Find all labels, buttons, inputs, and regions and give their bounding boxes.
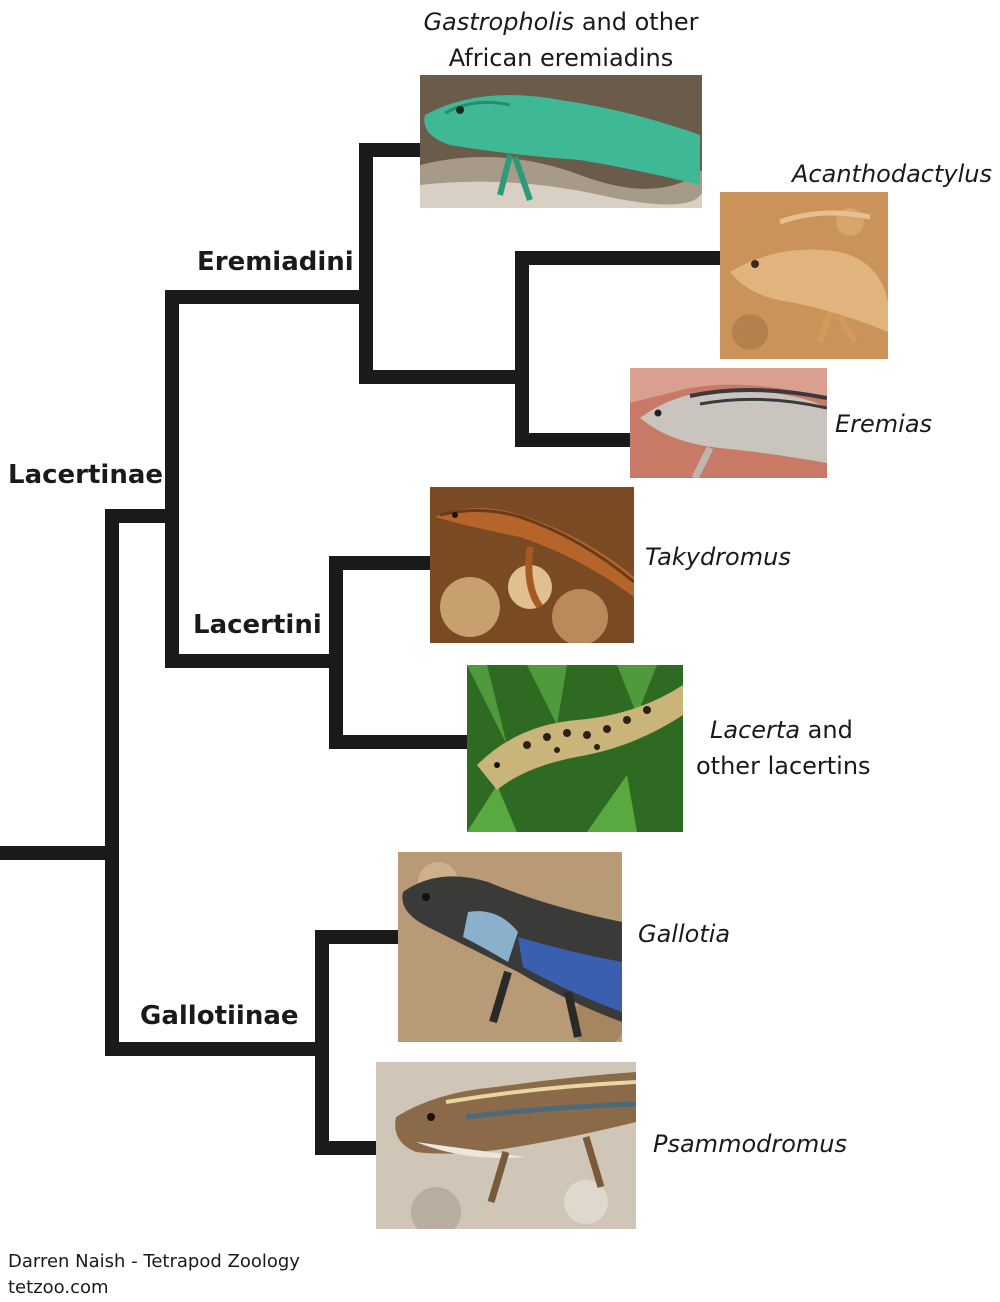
grass-lizard-photo-icon	[430, 487, 634, 643]
taxon-label-acanthodactylus: Acanthodactylus	[792, 156, 992, 192]
photo-eremias	[630, 368, 827, 478]
credit-author: Darren Naish - Tetrapod Zoology	[8, 1249, 300, 1275]
taxon-name-takydromus: Takydromus	[645, 543, 791, 571]
photo-psammodromus	[376, 1062, 636, 1229]
branch-lacertinae-gallotiinae	[112, 516, 322, 1049]
taxon-name-acanthodactylus: Acanthodactylus	[792, 160, 992, 188]
clade-label-lacertini: Lacertini	[193, 610, 322, 640]
taxon-name-psammodromus: Psammodromus	[653, 1130, 847, 1158]
clade-label-eremiadini: Eremiadini	[197, 247, 354, 277]
photo-gastropholis	[420, 75, 702, 208]
photo-gallotia	[398, 852, 622, 1042]
photo-lacerta	[467, 665, 683, 832]
credit-site: tetzoo.com	[8, 1275, 300, 1301]
taxon-name-lacerta: Lacerta	[710, 716, 800, 744]
blue-lizard-photo-icon	[398, 852, 622, 1042]
taxon-name-eremias: Eremias	[835, 410, 932, 438]
spotted-lizard-photo-icon	[467, 665, 683, 832]
photo-acanthodactylus	[720, 192, 888, 359]
taxon-label-takydromus: Takydromus	[645, 539, 791, 575]
taxon-label-psammodromus: Psammodromus	[653, 1126, 847, 1162]
taxon-line2-lacerta: other lacertins	[696, 748, 871, 784]
taxon-label-eremias: Eremias	[835, 406, 932, 442]
clade-label-gallotiinae: Gallotiinae	[140, 1001, 299, 1031]
credit: Darren Naish - Tetrapod Zoology tetzoo.c…	[8, 1249, 300, 1301]
taxon-suffix-lacerta: and	[800, 716, 853, 744]
sand-racer-photo-icon	[376, 1062, 636, 1229]
taxon-label-gastropholis: Gastropholis and other African eremiadin…	[400, 4, 722, 76]
striped-lizard-photo-icon	[630, 368, 827, 478]
green-lizard-photo-icon	[420, 75, 702, 208]
taxon-label-gallotia: Gallotia	[638, 916, 730, 952]
clade-label-lacertinae: Lacertinae	[8, 460, 163, 490]
sandy-lizard-photo-icon	[720, 192, 888, 359]
taxon-name-gastropholis: Gastropholis	[423, 8, 574, 36]
taxon-label-lacerta: Lacerta and other lacertins	[696, 712, 871, 784]
photo-takydromus	[430, 487, 634, 643]
taxon-line2-gastropholis: African eremiadins	[400, 40, 722, 76]
taxon-name-gallotia: Gallotia	[638, 920, 730, 948]
taxon-suffix-gastropholis: and other	[574, 8, 698, 36]
